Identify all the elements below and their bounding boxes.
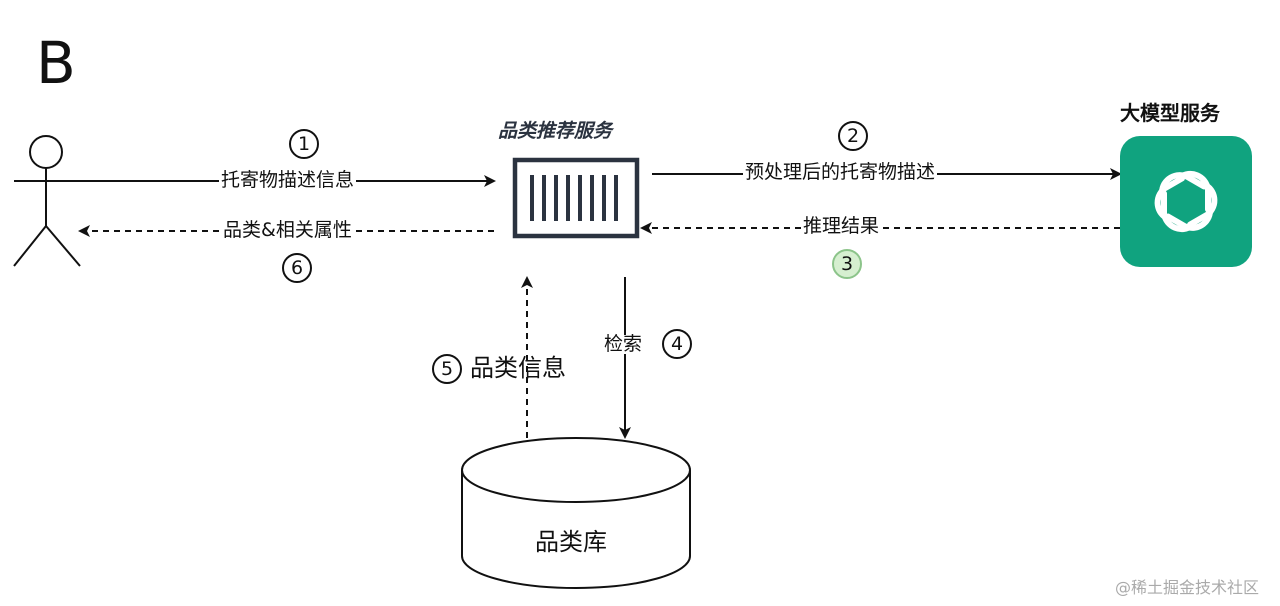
step-6-badge: 6	[282, 253, 312, 283]
figure-letter: B	[36, 29, 76, 97]
watermark: @稀土掘金技术社区	[1115, 578, 1260, 597]
llm-service-title: 大模型服务	[1120, 101, 1220, 125]
step-4-badge: 4	[662, 329, 692, 359]
edge-3-label: 推理结果	[801, 215, 882, 237]
edge-2-label: 预处理后的托寄物描述	[743, 161, 938, 183]
edge-1-label: 托寄物描述信息	[219, 169, 357, 191]
llm-service-icon	[1120, 136, 1252, 267]
category-database-icon	[461, 437, 691, 589]
step-5-badge: 5	[432, 354, 462, 384]
user-actor-icon	[13, 135, 81, 267]
service-title: 品类推荐服务	[498, 120, 613, 142]
step-3-badge: 3	[832, 249, 862, 279]
category-database-label: 品类库	[535, 528, 607, 556]
step-1-badge: 1	[289, 129, 319, 159]
service-container-icon	[512, 157, 640, 239]
edge-6-label: 品类&相关属性	[221, 219, 354, 241]
edge-4-label: 检索	[601, 335, 646, 354]
edge-5-label: 品类信息	[470, 354, 566, 382]
step-2-badge: 2	[838, 121, 868, 151]
